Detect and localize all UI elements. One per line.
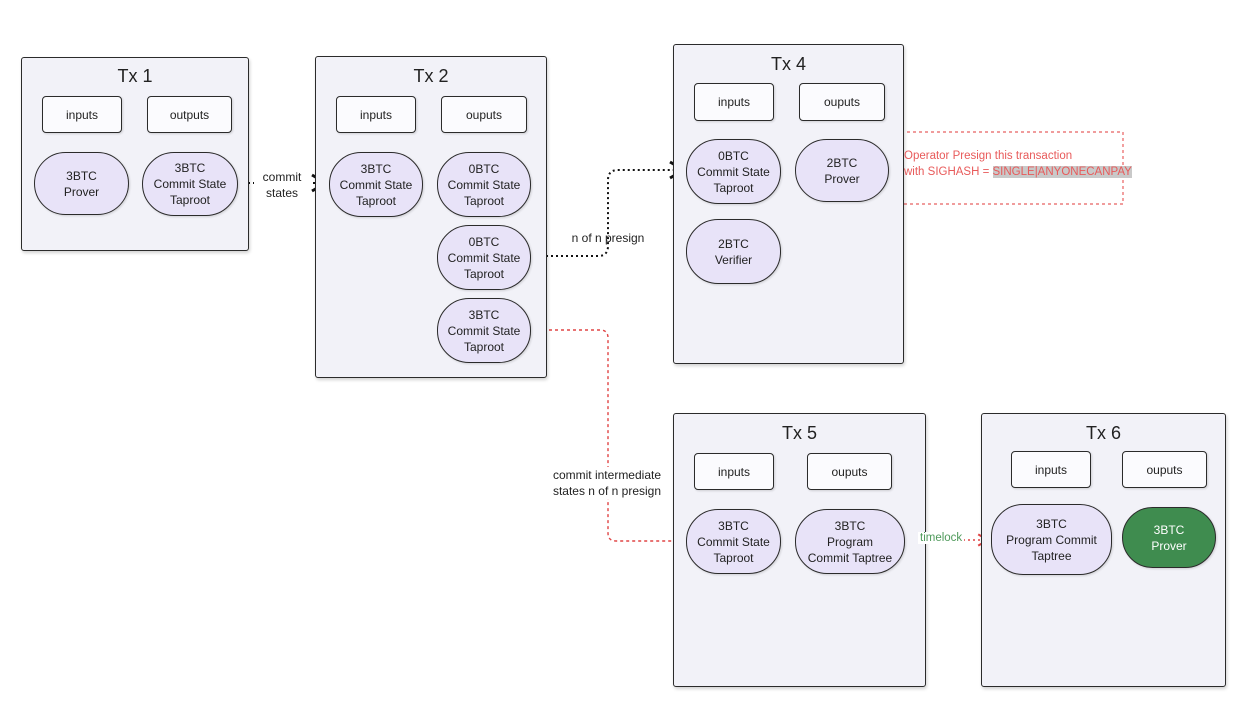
sighash-highlight: SINGLE|ANYONECANPAY <box>992 166 1132 178</box>
tx1-outputs: outputs <box>147 96 232 133</box>
tx1-title: Tx 1 <box>117 66 153 86</box>
tx6-inputs: inputs <box>1011 451 1091 488</box>
presign-note: Operator Presign this transaction with S… <box>904 150 1132 178</box>
tx4-outputs: ouputs <box>799 83 885 121</box>
tx5-inputs: inputs <box>694 453 774 490</box>
tx5-outputs: ouputs <box>807 453 892 490</box>
label-commit-states: commit states <box>254 169 310 201</box>
tx1-inputs: inputs <box>42 96 122 133</box>
tx6-outputs: ouputs <box>1122 451 1207 488</box>
tx5-title: Tx 5 <box>781 423 817 443</box>
label-timelock: timelock <box>918 532 965 544</box>
tx4-title: Tx 4 <box>770 54 806 74</box>
tx2-outputs: ouputs <box>441 96 527 133</box>
tx4-inputs: inputs <box>694 83 774 121</box>
label-commit-intermediate: commit intermediate states n of n presig… <box>546 467 668 499</box>
tx2-inputs: inputs <box>336 96 416 133</box>
edge-intermediate-presign <box>531 329 687 548</box>
label-n-of-n-presign: n of n presign <box>571 231 645 245</box>
tx2-title: Tx 2 <box>413 66 449 86</box>
edge-n-of-n-presign <box>531 160 688 257</box>
tx6-title: Tx 6 <box>1085 423 1121 443</box>
